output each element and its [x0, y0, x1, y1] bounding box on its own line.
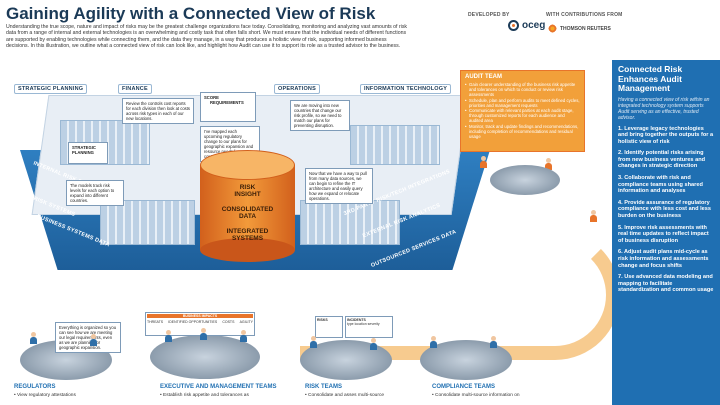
- executive-table: [150, 335, 260, 379]
- audit-team-box: AUDIT TEAM Gain clearer understanding of…: [460, 70, 585, 152]
- cylinder-text-5: INTEGRATED: [226, 228, 269, 235]
- connected-risk-panel: Connected Risk Enhances Audit Management…: [612, 60, 720, 405]
- team-label-compliance: COMPLIANCE TEAMS: [432, 384, 495, 390]
- panel-item: 1. Leverage legacy technologies and brin…: [618, 125, 714, 145]
- audit-item: Monitor, track and update findings and r…: [465, 124, 580, 140]
- oceg-icon: [508, 20, 519, 31]
- callout-score-screen: SCORE REQUIREMENTS: [200, 92, 256, 122]
- audit-team-list: Gain clearer understanding of the busine…: [465, 82, 580, 139]
- panel-title: Connected Risk Enhances Audit Management: [618, 64, 683, 93]
- person-icon: [30, 332, 37, 344]
- intro-paragraph: Understanding the true scope, nature and…: [6, 24, 408, 50]
- business-impacts-header: BUSINESS IMPACTS: [147, 314, 253, 318]
- exec-col: IDENTIFIED OPPORTUNITIES: [168, 320, 218, 324]
- panel-item: 5. Improve risk assessments with real ti…: [618, 224, 709, 244]
- incidents-screen-title: INCIDENTS: [347, 318, 366, 322]
- strategic-screen-title: STRATEGIC PLANNING: [72, 145, 96, 155]
- team-label-executive: EXECUTIVE AND MANAGEMENT TEAMS: [160, 384, 277, 390]
- incidents-screen-sub: type location severity: [347, 322, 380, 326]
- person-icon: [165, 330, 172, 342]
- oceg-logo: oceg: [508, 20, 545, 31]
- risks-screen-title: RISKS: [317, 318, 328, 322]
- page-title: Gaining Agility with a Connected View of…: [6, 4, 376, 23]
- section-strategic-planning: STRATEGIC PLANNING: [14, 84, 88, 94]
- developed-by-label: DEVELOPED BY: [468, 12, 510, 18]
- team-label-regulators: REGULATORS: [14, 384, 56, 390]
- callout-finance: Review the controls cost reports for eac…: [122, 98, 194, 124]
- cylinder-text-3: CONSOLIDATED: [221, 206, 274, 213]
- panel-item: 4. Provide assurance of regulatory compl…: [618, 199, 711, 220]
- callout-it: Now that we have a way to pull from many…: [305, 168, 373, 204]
- person-icon: [370, 338, 377, 350]
- callout-models: The models track risk levels for each op…: [66, 180, 124, 206]
- person-icon: [90, 334, 97, 346]
- cylinder-text-4: DATA: [238, 213, 257, 220]
- data-grid-right: [350, 125, 440, 165]
- cylinder-text-2: INSIGHT: [234, 191, 261, 198]
- thomson-reuters-text: THOMSON REUTERS: [560, 25, 611, 32]
- exec-col: COSTS: [222, 320, 235, 324]
- section-finance: FINANCE: [118, 84, 152, 94]
- cylinder-top: [200, 150, 295, 180]
- panel-list: 1. Leverage legacy technologies and brin…: [618, 126, 714, 294]
- data-grid-lower-right: [300, 200, 400, 245]
- team-desc-regulators: View regulatory attestations: [14, 393, 76, 398]
- panel-item: 7. Use advanced data modeling and mappin…: [618, 274, 714, 294]
- section-it: INFORMATION TECHNOLOGY: [360, 84, 452, 94]
- strategic-screen: STRATEGIC PLANNING: [68, 142, 108, 164]
- risks-screen: RISKS: [315, 316, 343, 338]
- section-operations: OPERATIONS: [274, 84, 320, 94]
- executive-screen: BUSINESS IMPACTS THREATS IDENTIFIED OPPO…: [145, 312, 255, 336]
- cylinder-bottom: [200, 238, 295, 262]
- audit-item: Communicate with relevant parties at eac…: [465, 108, 580, 124]
- audit-team-title: AUDIT TEAM: [465, 74, 502, 80]
- team-desc-executive: Establish risk appetite and tolerances a…: [160, 393, 249, 398]
- audit-person-icon: [480, 156, 487, 168]
- person-icon: [430, 336, 437, 348]
- audit-person-icon: [545, 158, 552, 170]
- person-icon: [240, 330, 247, 342]
- panel-item: 3. Collaborate with risk and compliance …: [618, 175, 703, 195]
- team-desc-risk: Consolidate and asses multi-source: [305, 393, 384, 398]
- audit-person-icon: [590, 210, 597, 222]
- audit-table: [490, 165, 560, 195]
- thomson-reuters-logo: THOMSON REUTERS: [548, 24, 611, 33]
- cylinder-text-6: SYSTEMS: [231, 235, 264, 242]
- team-label-risk: RISK TEAMS: [305, 384, 343, 390]
- person-icon: [200, 328, 207, 340]
- callout-operations: We are moving into new countries that ch…: [290, 100, 350, 131]
- data-grid-lower-left: [100, 200, 195, 245]
- score-label: SCORE: [204, 95, 219, 100]
- panel-item: 6. Adjust audit plans mid-cycle as risk …: [618, 249, 709, 269]
- exec-col: AGILITY: [239, 320, 253, 324]
- audit-item: Schedule, plan and perform audits to mee…: [465, 98, 580, 108]
- team-desc-compliance: Consolidate multi-source information on: [432, 393, 520, 398]
- audit-item: Gain clearer understanding of the busine…: [465, 82, 580, 98]
- requirements-label: REQUIREMENTS: [210, 100, 244, 105]
- callout-regulators: Everything is organized so you can see h…: [55, 322, 121, 353]
- cylinder-text-1: RISK: [239, 184, 256, 191]
- panel-item: 2. Identify potential risks arising from…: [618, 150, 706, 170]
- oceg-logo-text: oceg: [522, 20, 546, 31]
- risk-insight-cylinder: RISK INSIGHT CONSOLIDATED DATA INTEGRATE…: [200, 150, 295, 262]
- exec-col: THREATS: [147, 320, 164, 324]
- executive-columns: THREATS IDENTIFIED OPPORTUNITIES COSTS A…: [147, 320, 253, 324]
- incidents-screen: INCIDENTS type location severity: [345, 316, 393, 338]
- person-icon: [490, 336, 497, 348]
- panel-subtitle: Having a connected view of risk within a…: [618, 96, 710, 121]
- contributions-label: WITH CONTRIBUTIONS FROM: [546, 12, 623, 18]
- thomson-reuters-icon: [548, 24, 557, 33]
- person-icon: [310, 336, 317, 348]
